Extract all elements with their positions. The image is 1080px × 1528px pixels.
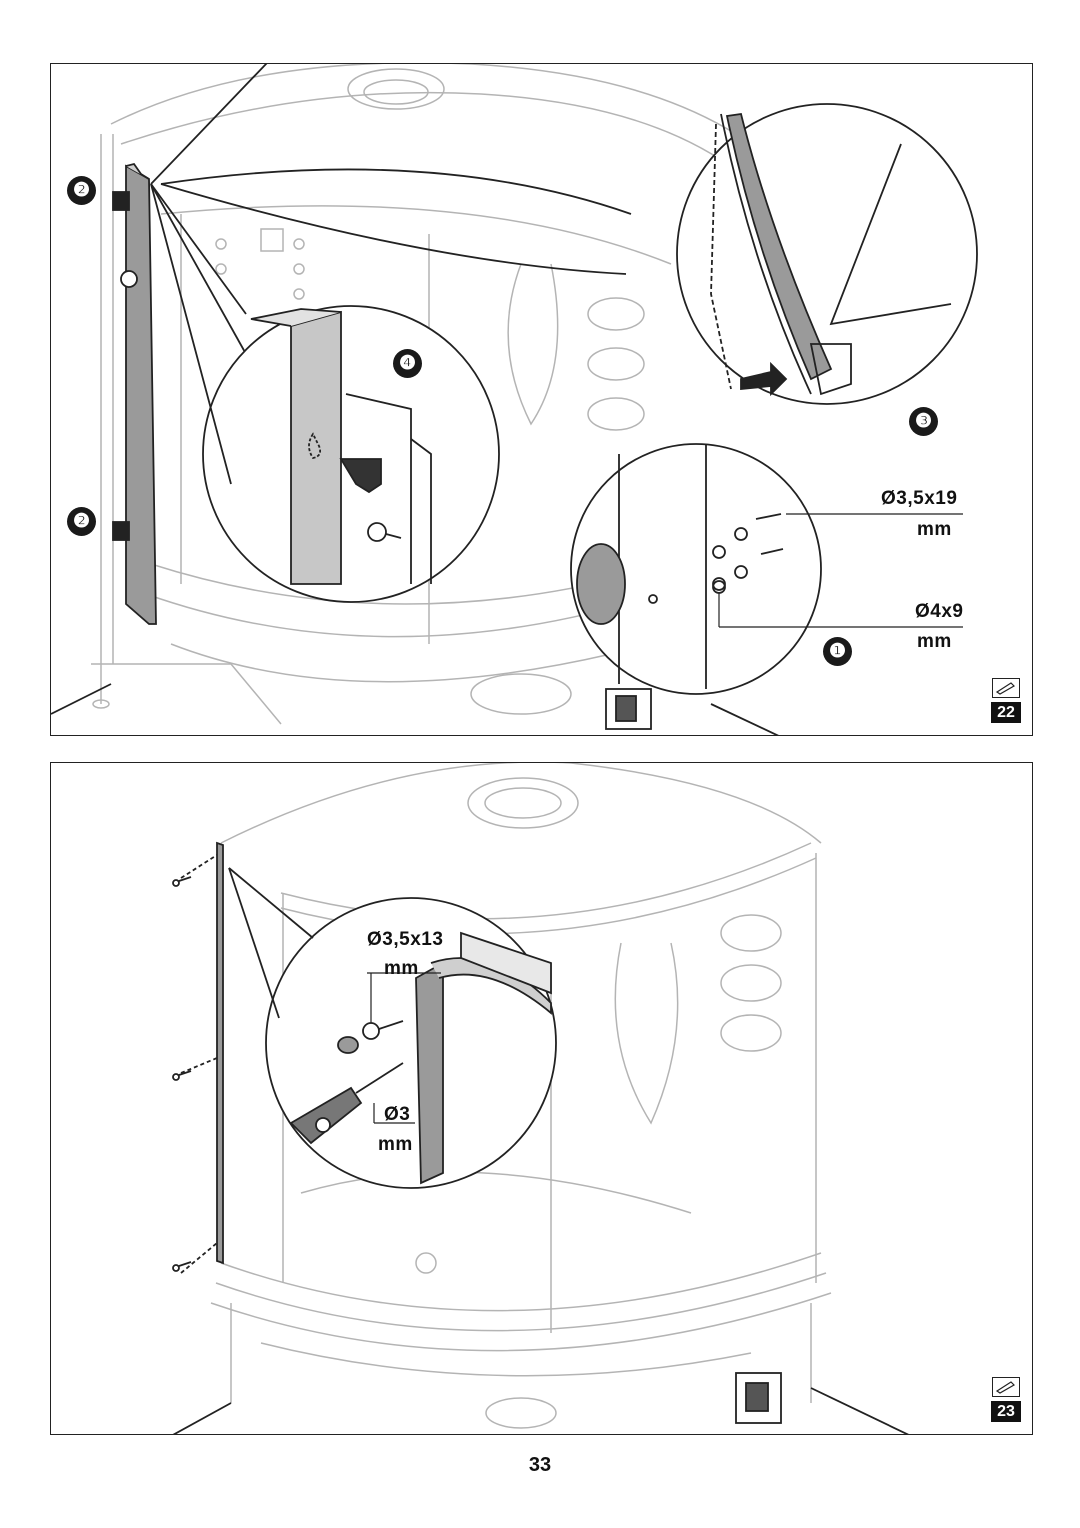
figure-23-illustration (172, 763, 909, 1434)
pencil-note-icon (992, 678, 1020, 698)
step-4-badge: ❹ (393, 349, 422, 378)
figure-22-illustration (51, 64, 978, 735)
figure-23-panel: Ø3,5x13 mm Ø3 mm 23 (50, 762, 1033, 1435)
screw-unit-label: mm (384, 958, 419, 979)
step-2-bottom-badge: ❷ (67, 507, 96, 536)
drill-size-label: Ø3 (384, 1104, 411, 1125)
screw-size-label: Ø3,5x13 (367, 929, 444, 950)
figure-23-number: 23 (991, 1401, 1021, 1422)
figure-22-panel: ❷ ❷ ❹ ❸ ❶ Ø3,5x19 mm Ø4x9 mm 22 (50, 63, 1033, 736)
screw-b-unit-label: mm (917, 631, 952, 652)
screw-a-unit-label: mm (917, 519, 952, 540)
figure-22-number: 22 (991, 702, 1021, 723)
page-number: 33 (528, 1454, 552, 1476)
screw-b-size-label: Ø4x9 (915, 601, 964, 622)
screw-a-size-label: Ø3,5x19 (881, 488, 958, 509)
step-2-top-badge: ❷ (67, 176, 96, 205)
pencil-note-icon (992, 1377, 1020, 1397)
drill-unit-label: mm (378, 1134, 413, 1155)
step-1-badge: ❶ (823, 637, 852, 666)
step-3-badge: ❸ (909, 407, 938, 436)
